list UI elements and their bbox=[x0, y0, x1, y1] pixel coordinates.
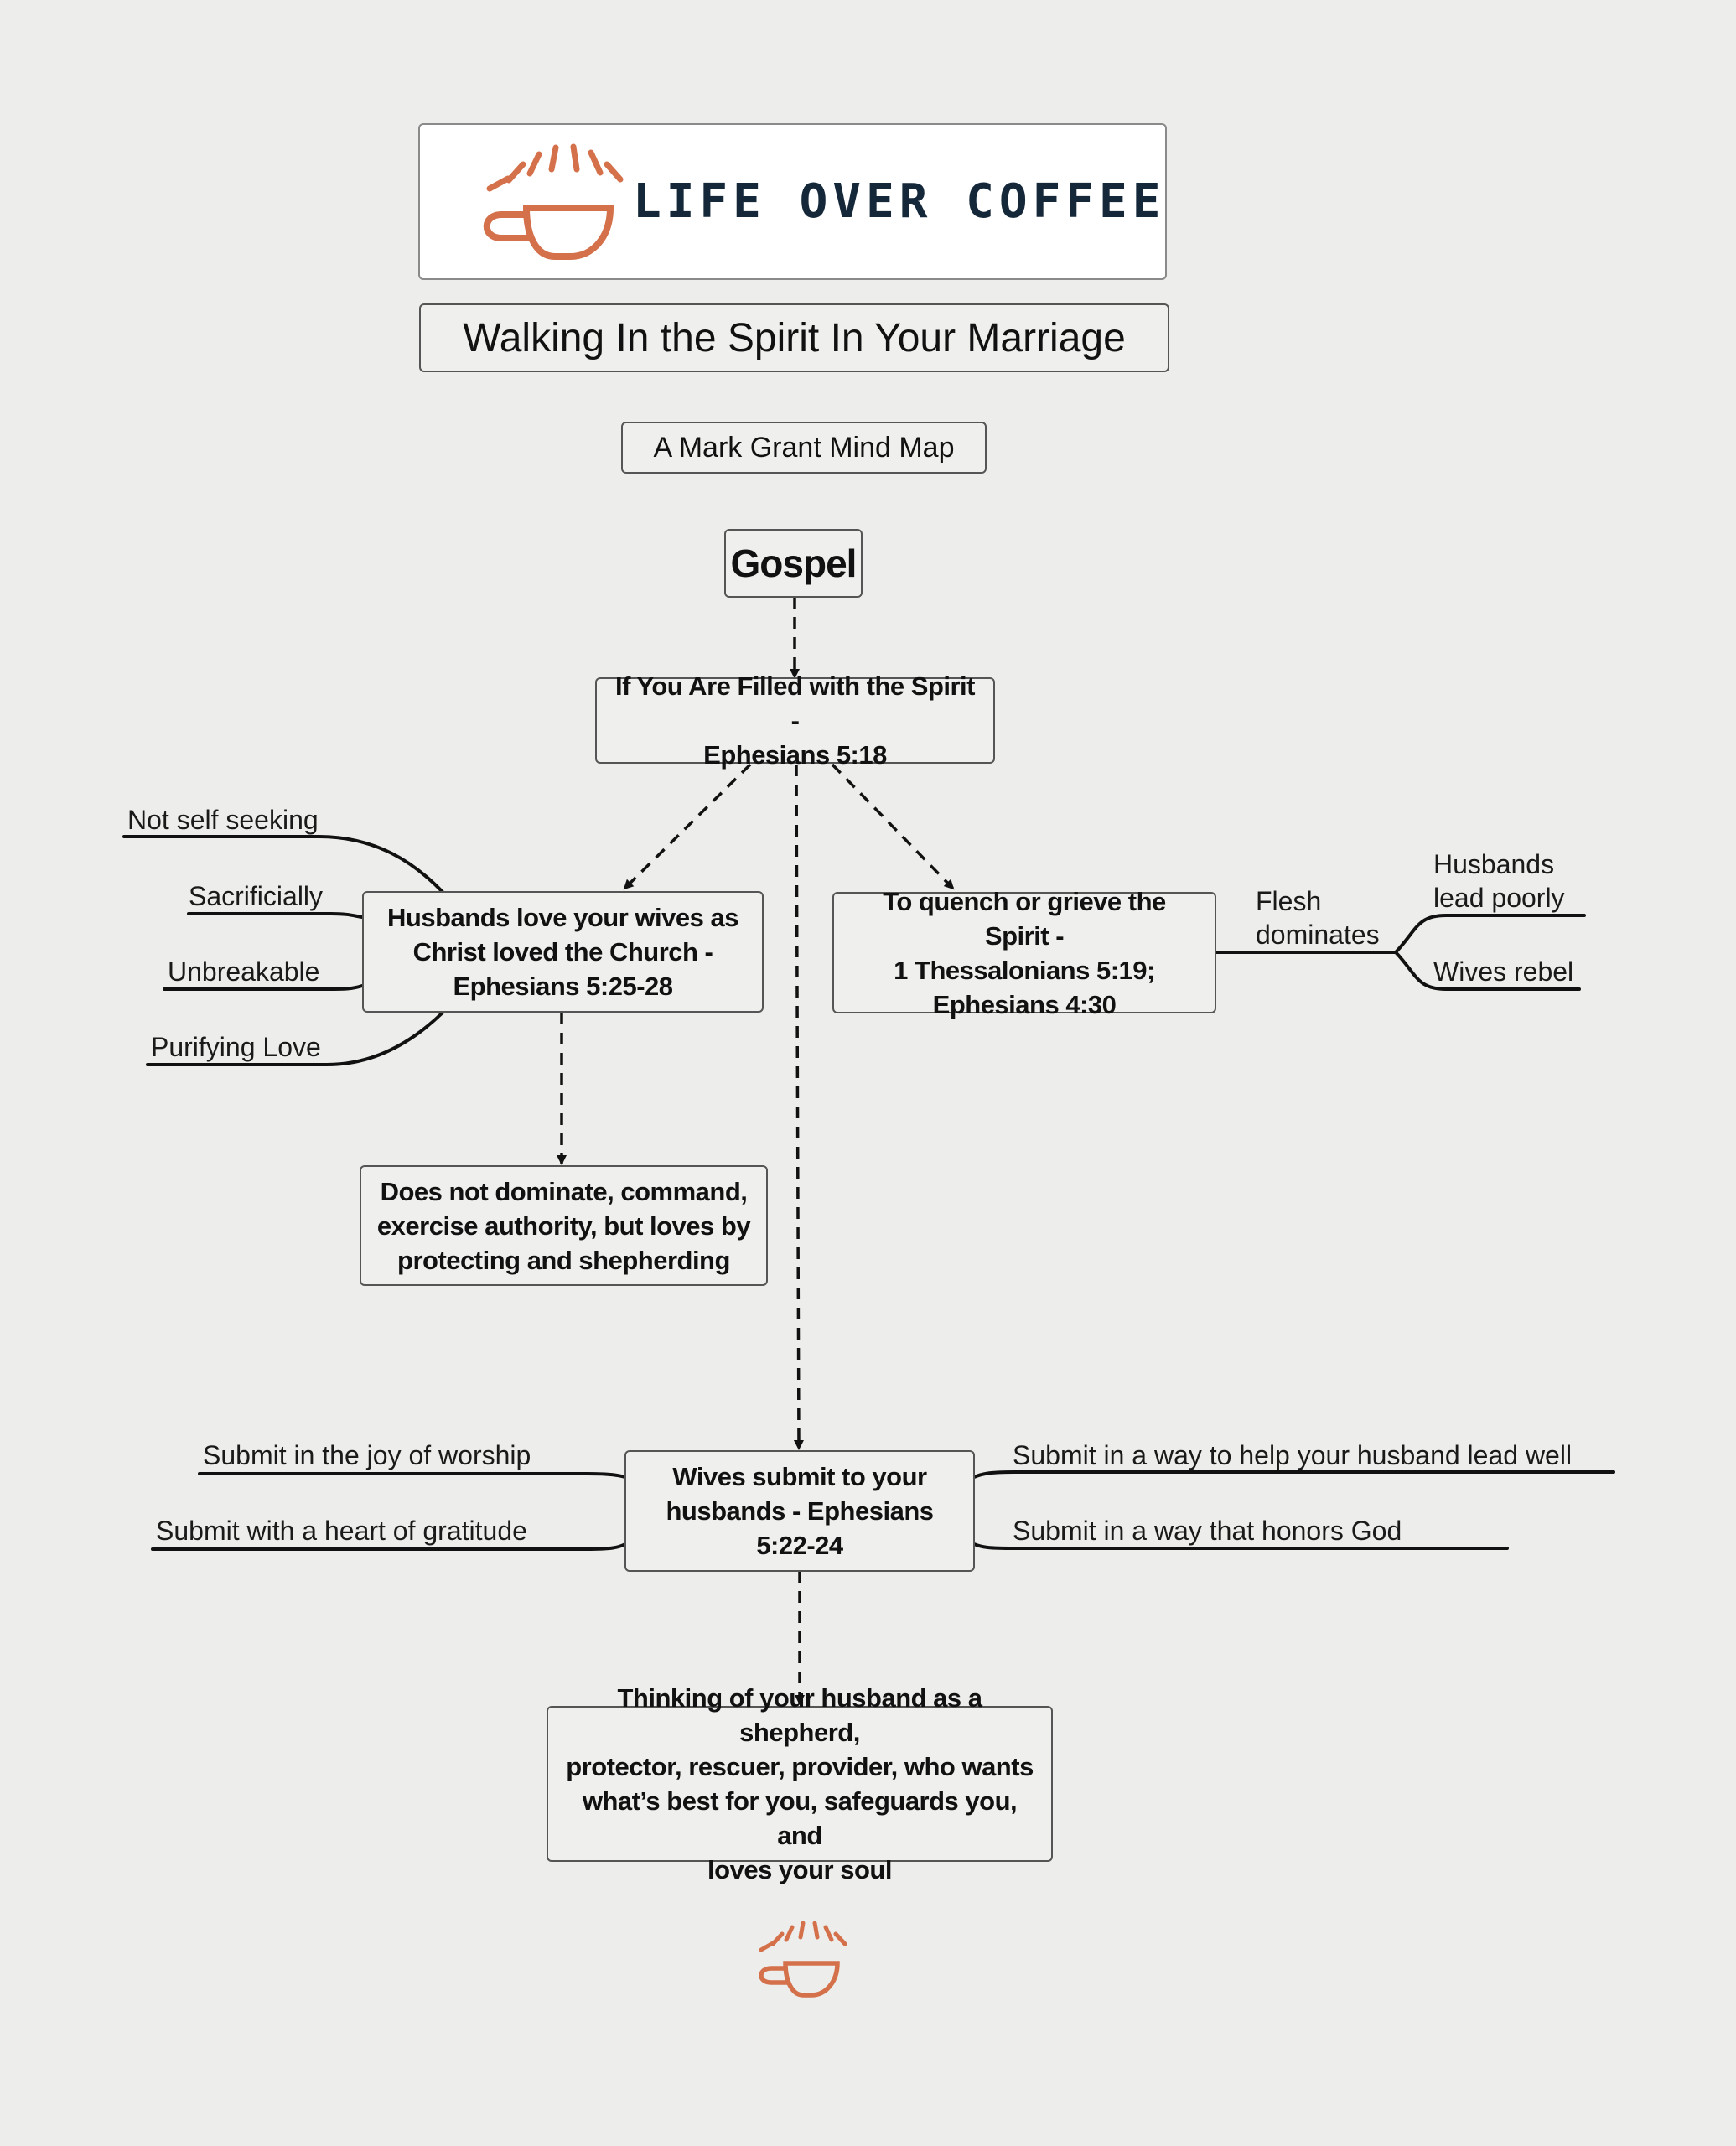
node-line: protecting and shepherding bbox=[397, 1245, 730, 1275]
branch-label-heart-of-gratitude[interactable]: Submit with a heart of gratitude bbox=[156, 1516, 527, 1546]
node-line: 1 Thessalonians 5:19; bbox=[894, 955, 1155, 985]
arrow-spirit-to-husbands bbox=[623, 763, 752, 890]
branch-label-wives-rebel[interactable]: Wives rebel bbox=[1433, 956, 1574, 987]
branch-label-line: lead poorly bbox=[1433, 883, 1565, 913]
node-line: what’s best for you, safeguards you, and bbox=[582, 1786, 1018, 1850]
node-line: 5:22-24 bbox=[756, 1531, 843, 1560]
branch-label-not-self-seeking[interactable]: Not self seeking bbox=[127, 805, 319, 835]
node-line: Ephesians 4:30 bbox=[932, 989, 1117, 1019]
node-line: husbands - Ephesians bbox=[666, 1496, 934, 1526]
branch-label-line: Husbands bbox=[1433, 849, 1555, 879]
node-filled-with-spirit[interactable]: If You Are Filled with the Spirit - Ephe… bbox=[595, 671, 995, 770]
branch-wives-rebel bbox=[1394, 951, 1581, 991]
page-title-text: Walking In the Spirit In Your Marriage bbox=[463, 315, 1126, 360]
branch-label-unbreakable[interactable]: Unbreakable bbox=[168, 956, 320, 987]
node-gospel[interactable]: Gospel bbox=[724, 529, 863, 598]
node-line: If You Are Filled with the Spirit - bbox=[614, 671, 976, 735]
branch-label-husbands-lead-poorly[interactable]: Husbands lead poorly bbox=[1433, 848, 1565, 915]
node-line: protector, rescuer, provider, who wants bbox=[566, 1752, 1034, 1781]
node-line: Thinking of your husband as a shepherd, bbox=[617, 1683, 982, 1747]
coffee-cup-footer-icon bbox=[759, 1921, 847, 1998]
node-quench-spirit[interactable]: To quench or grieve the Spirit - 1 Thess… bbox=[832, 887, 1216, 1019]
node-line: Husbands love your wives as bbox=[387, 903, 738, 932]
node-line: Wives submit to your bbox=[672, 1462, 927, 1491]
node-gospel-text: Gospel bbox=[730, 542, 858, 585]
branch-heart-of-gratitude bbox=[151, 1542, 627, 1551]
node-husbands-love[interactable]: Husbands love your wives as Christ loved… bbox=[362, 891, 764, 1013]
node-line: Ephesians 5:25-28 bbox=[453, 972, 673, 1001]
page-subtitle-text: A Mark Grant Mind Map bbox=[653, 431, 955, 464]
page-title: Walking In the Spirit In Your Marriage bbox=[419, 303, 1169, 372]
arrow-spirit-to-wives bbox=[793, 764, 804, 1450]
node-line: loves your soul bbox=[707, 1855, 892, 1884]
node-line: Christ loved the Church - bbox=[412, 937, 713, 967]
branch-label-honors-god[interactable]: Submit in a way that honors God bbox=[1013, 1516, 1402, 1546]
branch-honors-god bbox=[972, 1542, 1509, 1550]
node-does-not-dominate[interactable]: Does not dominate, command, exercise aut… bbox=[360, 1165, 768, 1286]
page-subtitle: A Mark Grant Mind Map bbox=[621, 422, 987, 474]
node-line: Does not dominate, command, bbox=[380, 1176, 748, 1206]
branch-label-purifying-love[interactable]: Purifying Love bbox=[151, 1032, 321, 1062]
branch-not-self-seeking bbox=[122, 835, 444, 894]
node-wives-submit[interactable]: Wives submit to your husbands - Ephesian… bbox=[624, 1450, 975, 1572]
branch-label-sacrificially[interactable]: Sacrificially bbox=[189, 881, 324, 911]
branch-label-line: Flesh bbox=[1256, 886, 1322, 916]
branch-husbands-lead-poorly bbox=[1394, 914, 1586, 954]
node-line: Ephesians 5:18 bbox=[703, 740, 887, 770]
branch-label-help-lead-well[interactable]: Submit in a way to help your husband lea… bbox=[1013, 1440, 1573, 1470]
branch-help-lead-well bbox=[972, 1470, 1615, 1479]
node-line: exercise authority, but loves by bbox=[376, 1210, 751, 1241]
brand-name: LIFE OVER COFFEE bbox=[633, 174, 1166, 229]
brand-logo-icon bbox=[483, 143, 624, 260]
branch-label-joy-of-worship[interactable]: Submit in the joy of worship bbox=[203, 1440, 531, 1470]
branch-sacrificially bbox=[187, 912, 364, 919]
node-thinking-of-husband[interactable]: Thinking of your husband as a shepherd, … bbox=[547, 1683, 1053, 1884]
branch-joy-of-worship bbox=[198, 1472, 627, 1479]
node-line: To quench or grieve the Spirit - bbox=[883, 886, 1166, 951]
branch-unbreakable bbox=[163, 984, 364, 991]
branch-label-flesh[interactable]: Flesh dominates bbox=[1256, 884, 1380, 951]
arrow-spirit-to-quench bbox=[831, 763, 955, 890]
branch-label-line: dominates bbox=[1256, 920, 1380, 950]
branch-purifying-love bbox=[146, 1011, 444, 1066]
